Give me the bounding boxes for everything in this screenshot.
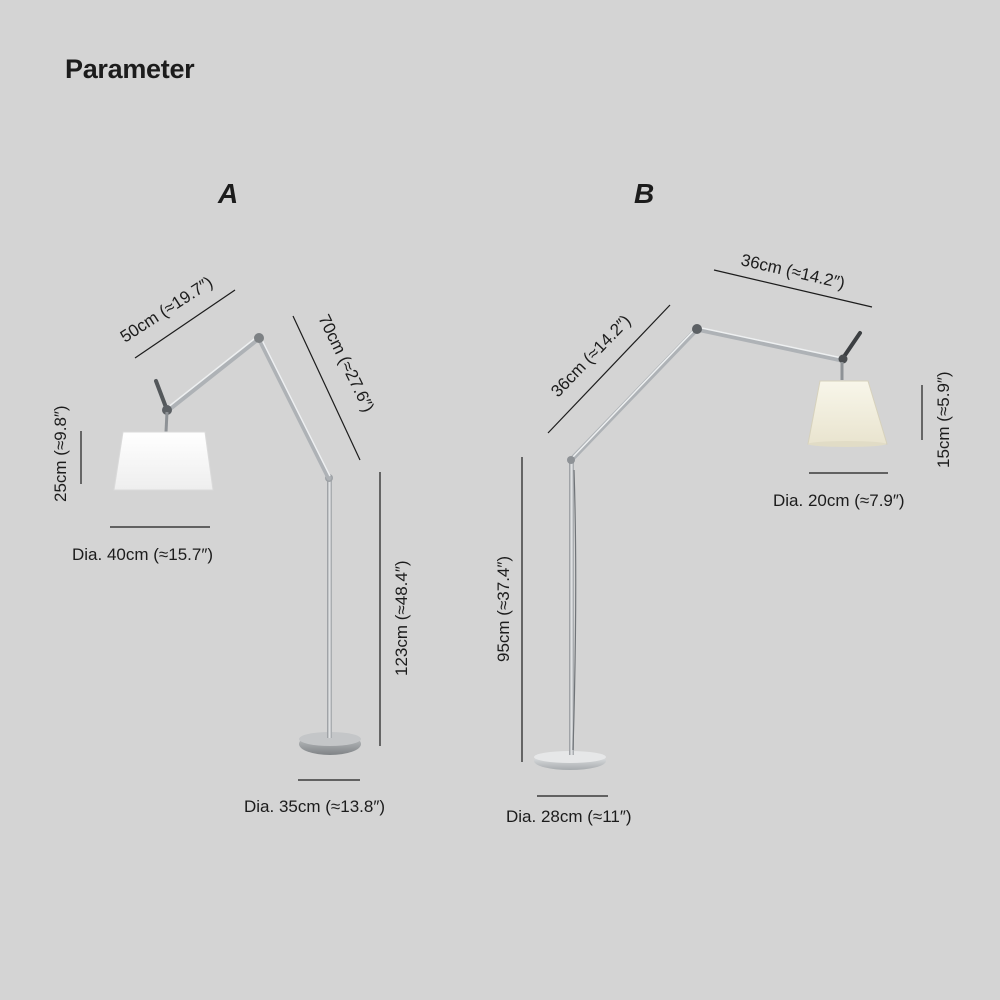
lamp-a-pole: [327, 480, 332, 738]
lamp-b-stand-height-dimension: 95cm (≈37.4″): [494, 556, 513, 662]
lamp-a-base-diameter-dimension: Dia. 35cm (≈13.8″): [244, 797, 385, 816]
lamp-b-shade-height-dimension: 15cm (≈5.9″): [934, 371, 953, 468]
lamp-b-pole: [569, 462, 574, 755]
lamp-a-joint: [254, 333, 264, 343]
variant-label-b: B: [634, 178, 655, 209]
lamp-b-lower-arm: [568, 326, 700, 463]
lamp-b-illustration: [534, 324, 888, 770]
lamp-a-lower-arm: [256, 335, 332, 481]
page-title: Parameter: [65, 54, 195, 84]
lamp-b-base-diameter-dimension: Dia. 28cm (≈11″): [506, 807, 632, 826]
lamp-b-upper-arm-dimension: 36cm (≈14.2″): [739, 250, 847, 292]
lamp-a-shade-height-dimension: 25cm (≈9.8″): [51, 405, 70, 502]
lamp-b-shade-diameter-dimension: Dia. 20cm (≈7.9″): [773, 491, 905, 510]
lamp-b-dimension-lines: [521, 269, 923, 797]
lamp-b-cord: [572, 469, 577, 751]
lamp-a-shade-diameter-dimension: Dia. 40cm (≈15.7″): [72, 545, 213, 564]
lamp-b-handle: [841, 331, 862, 360]
lamp-a-illustration: [113, 333, 361, 755]
lamp-a-shade: [113, 431, 214, 491]
variant-label-a: A: [218, 178, 239, 209]
lamp-a-stand-height-dimension: 123cm (≈48.4″): [392, 560, 411, 676]
lamp-a-upper-arm: [165, 335, 262, 413]
lamp-a-handle: [154, 379, 169, 412]
lamp-b-joint: [692, 324, 702, 334]
lamp-a-lower-arm-dimension: 70cm (≈27.6″): [314, 311, 378, 415]
lamp-a-dimension-lines: [80, 289, 381, 781]
lamp-b-upper-arm: [694, 326, 845, 363]
lamp-a-upper-arm-dimension: 50cm (≈19.7″): [117, 273, 216, 347]
lamp-b-shade: [807, 380, 888, 445]
